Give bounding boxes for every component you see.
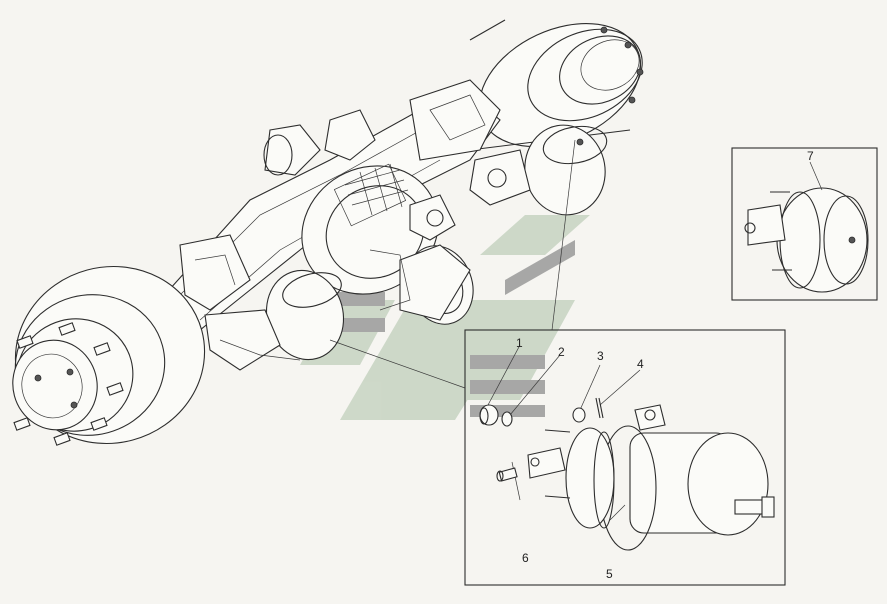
wheel-studs <box>13 322 124 446</box>
callout-2: 2 <box>558 345 565 359</box>
part-4-pin <box>595 397 604 419</box>
part-2-washer <box>501 411 513 427</box>
callout-labels: 1 2 3 4 5 6 7 <box>516 149 814 581</box>
inset-box-7 <box>731 147 878 301</box>
part-6-pin <box>496 467 518 482</box>
callout-6: 6 <box>522 551 529 565</box>
part-3-washer <box>572 407 586 423</box>
mounted-brake-chamber-right <box>469 124 608 216</box>
callout-4: 4 <box>637 357 644 371</box>
axle-assembly <box>12 19 644 446</box>
part-1-nut <box>479 404 499 426</box>
differential-cover-pattern <box>333 163 409 227</box>
mounted-brake-chamber-left <box>204 269 345 371</box>
part-5-brake-chamber <box>527 404 775 551</box>
callout-1: 1 <box>516 336 523 350</box>
leader-lines <box>329 139 576 389</box>
left-wheel-hub <box>12 265 206 446</box>
callout-3: 3 <box>597 349 604 363</box>
inset-box-main <box>464 329 786 586</box>
brake-chamber-7 <box>744 187 869 293</box>
differential-housing <box>301 163 474 325</box>
callout-7: 7 <box>807 149 814 163</box>
callout-5: 5 <box>606 567 613 581</box>
